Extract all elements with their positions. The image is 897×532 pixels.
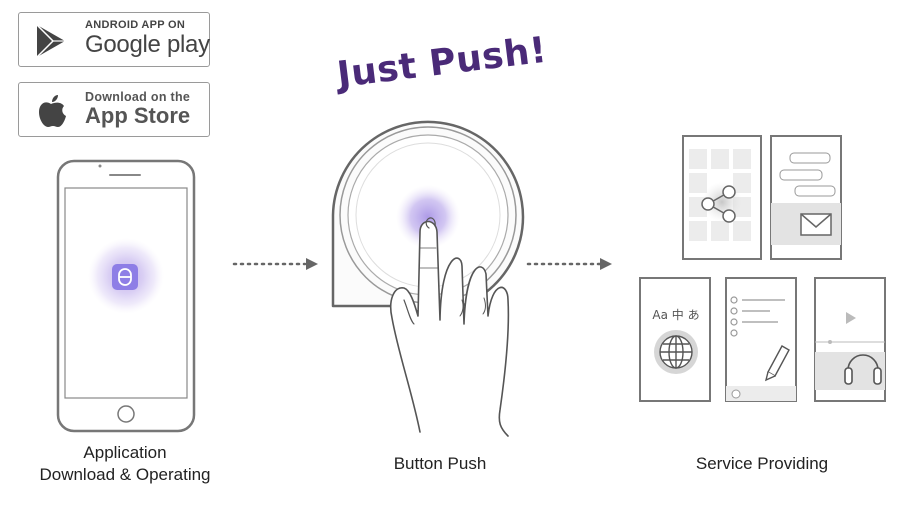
card-share: [682, 135, 762, 260]
app-store-line1: Download on the: [85, 90, 191, 104]
card-notes: [725, 277, 797, 402]
pencil-icon: [764, 345, 790, 382]
service-cards: [639, 135, 886, 402]
globe-icon: [659, 335, 693, 369]
google-play-line2: Google play: [85, 31, 210, 58]
card-media: [814, 277, 886, 402]
mail-icon: [800, 213, 832, 236]
push-button-device: [331, 120, 525, 314]
caption-button-push: Button Push: [393, 454, 487, 473]
share-icon: [701, 185, 736, 223]
google-play-icon: [36, 24, 65, 58]
caption-application-line2: Download & Operating: [39, 465, 211, 484]
card-translate: [639, 277, 711, 402]
arrow-1: [232, 258, 318, 270]
caption-application-line1: Application: [83, 443, 167, 462]
smartphone: [56, 159, 196, 433]
app-store-badge[interactable]: Download on the App Store: [18, 82, 210, 137]
play-icon: [846, 312, 856, 324]
google-play-badge[interactable]: ANDROID APP ON Google play: [18, 12, 210, 67]
translate-label: Aa 中 あ: [652, 308, 700, 322]
caption-service-providing: Service Providing: [695, 454, 829, 473]
app-store-line2: App Store: [85, 103, 191, 128]
headphones-icon: [844, 354, 882, 385]
apple-icon: [39, 95, 66, 127]
hand: [389, 217, 510, 437]
button-glow: [396, 185, 460, 249]
arrow-2: [526, 258, 612, 270]
google-play-line1: ANDROID APP ON: [85, 19, 186, 31]
card-message: [770, 135, 842, 260]
caption-application: Application Download & Operating: [20, 442, 230, 486]
